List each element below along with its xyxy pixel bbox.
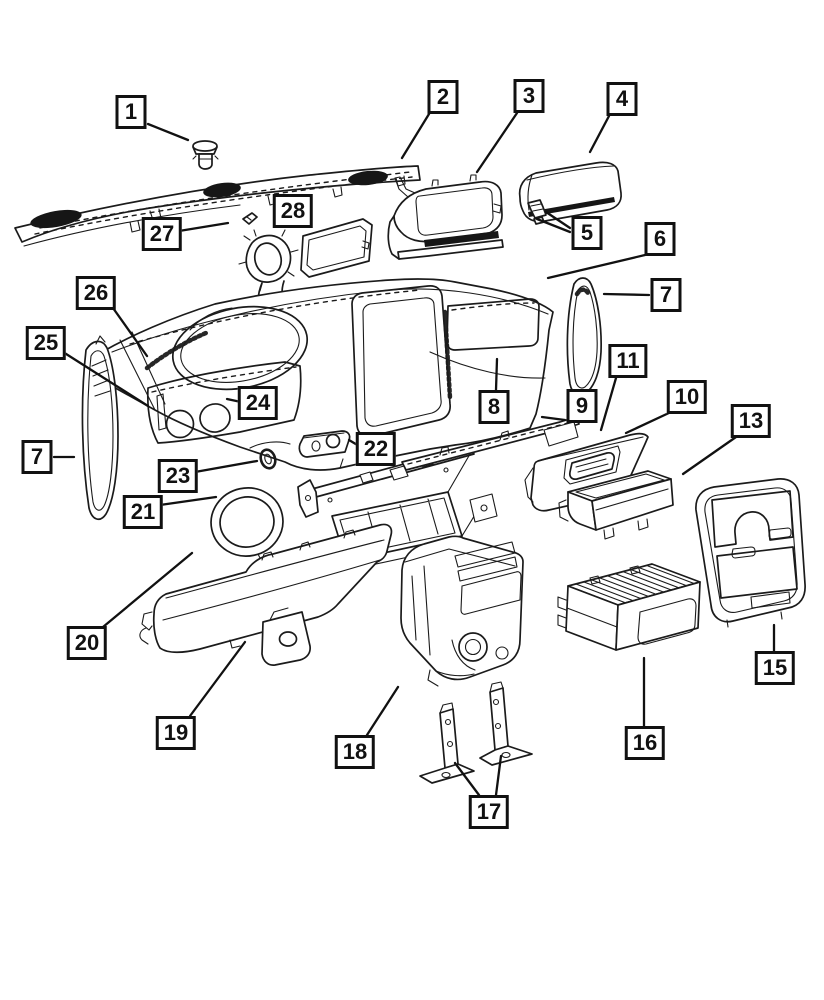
callout-box-22: 22: [355, 432, 397, 466]
callout-box-23: 23: [157, 459, 199, 493]
callout-box-5: 5: [571, 216, 603, 250]
part-instrument-panel-body: [100, 278, 554, 471]
leader-line-23: [193, 459, 259, 474]
callout-box-4: 4: [606, 82, 638, 116]
leader-line-27: [177, 221, 230, 233]
leader-line-26: [111, 306, 149, 358]
callout-box-18: 18: [334, 735, 376, 769]
leader-line-5: [544, 210, 572, 230]
part-bracket-22: [298, 430, 351, 458]
leader-line-5-2: [535, 217, 572, 234]
callout-box-16: 16: [624, 726, 666, 760]
part-cluster-hood: [387, 174, 504, 260]
callout-box-1: 1: [115, 95, 147, 129]
part-clip-27: [242, 212, 258, 225]
leader-line-17: [453, 761, 481, 797]
leader-line-7-right: [602, 292, 651, 297]
part-knee-bolster-panel: [139, 523, 393, 666]
callout-box-7-right: 7: [650, 278, 682, 312]
callout-box-10: 10: [666, 380, 708, 414]
leader-line-10: [624, 410, 673, 435]
part-mounting-brackets: [419, 681, 533, 784]
leader-line-11: [599, 376, 618, 432]
part-defroster-grille-panel: [14, 165, 421, 247]
callout-box-27: 27: [141, 217, 183, 251]
leader-line-8: [494, 357, 499, 392]
callout-box-19: 19: [155, 716, 197, 750]
leader-line-17-2: [494, 754, 503, 797]
part-radio-unit: [557, 563, 701, 651]
part-display-screen: [300, 218, 373, 278]
part-end-cap-right: [566, 277, 603, 402]
leader-line-9: [540, 415, 567, 422]
callout-box-26: 26: [75, 276, 117, 310]
part-storage-bin: [558, 470, 674, 540]
leader-line-19: [188, 640, 247, 718]
callout-box-25: 25: [25, 326, 67, 360]
leader-line-21: [158, 495, 218, 507]
callout-box-9: 9: [566, 389, 598, 423]
callout-box-28: 28: [272, 194, 314, 228]
part-console-front: [400, 535, 524, 687]
part-rail-silencer: [401, 416, 580, 471]
leader-line-13: [681, 435, 738, 476]
part-end-cap-left: [81, 335, 119, 521]
leader-line-4: [588, 114, 611, 154]
leader-line-25: [61, 350, 150, 408]
callout-box-15: 15: [754, 651, 796, 685]
leader-lines: [52, 111, 776, 797]
callout-box-3: 3: [513, 79, 545, 113]
callout-box-24: 24: [237, 386, 279, 420]
callout-box-17: 17: [468, 795, 510, 829]
part-column-opening-ring: [210, 487, 284, 563]
leader-line-18: [365, 685, 400, 737]
callout-box-7-left: 7: [21, 440, 53, 474]
callout-box-8: 8: [478, 390, 510, 424]
callout-box-11: 11: [608, 344, 648, 378]
callout-box-20: 20: [66, 626, 108, 660]
leader-line-3: [475, 111, 519, 174]
part-push-pin-clip: [192, 140, 219, 170]
leader-line-6: [546, 253, 647, 280]
leader-line-1: [146, 122, 190, 142]
part-top-cover-pad: [518, 161, 622, 223]
part-center-stack-bezel: [695, 478, 806, 628]
leader-line-2: [400, 112, 431, 160]
callout-box-6: 6: [644, 222, 676, 256]
callout-box-21: 21: [122, 495, 164, 529]
callout-box-2: 2: [427, 80, 459, 114]
part-grommet: [259, 448, 277, 470]
leader-line-20: [101, 551, 194, 629]
callout-box-13: 13: [730, 404, 772, 438]
